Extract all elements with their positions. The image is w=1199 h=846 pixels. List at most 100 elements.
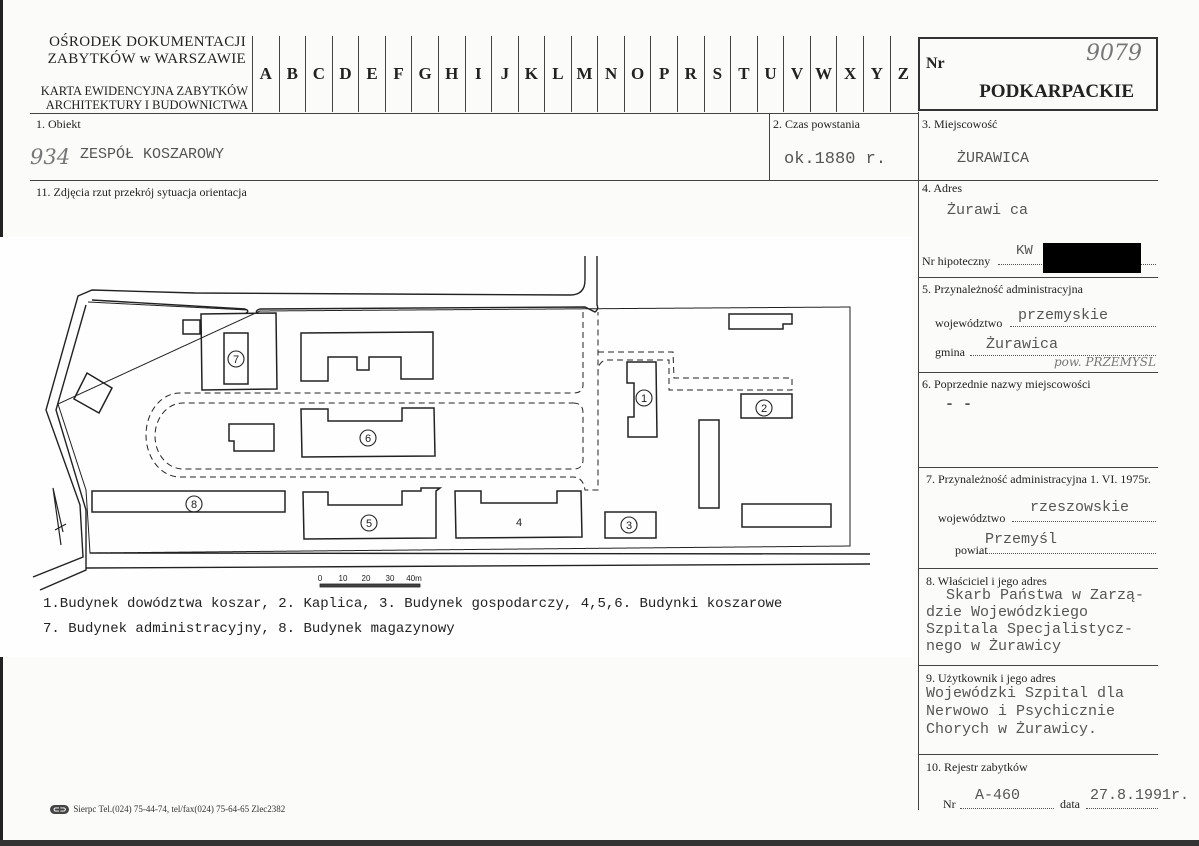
gmina-value: Żurawica <box>986 336 1059 353</box>
small-building <box>182 319 201 335</box>
letter-cell: X <box>836 36 863 112</box>
letter-cell: T <box>730 36 757 112</box>
card-title-line2: ARCHITEKTURY I BUDOWNICTWA <box>45 98 248 112</box>
wlasciciel-line: Szpitala Specjalistycz- <box>926 621 1134 638</box>
wojewodztwo-1975-label: województwo <box>938 511 1006 525</box>
building-7 <box>223 332 249 385</box>
gmina-note: pow. PRZEMYŚL <box>1054 355 1156 369</box>
legend-line2: 7. Budynek administracyjny, 8. Budynek m… <box>43 621 455 637</box>
wojewodztwo-1975-value: rzeszowskie <box>1030 499 1130 516</box>
letter-cell: S <box>703 36 731 112</box>
scale-label: 20 <box>362 574 371 583</box>
institution-line2: ZABYTKÓW w WARSZAWIE <box>47 51 246 67</box>
divider <box>30 113 918 114</box>
barracks-top <box>300 331 434 382</box>
divider <box>918 467 1158 468</box>
road-inner-edge <box>39 304 87 591</box>
building-label: 2 <box>761 403 767 415</box>
building-marker-circle <box>635 389 653 407</box>
nr-box: Nr 9079 PODKARPACKIE <box>918 37 1158 111</box>
scale-bar <box>319 583 421 588</box>
building-2 <box>740 393 793 419</box>
divider <box>918 180 1158 181</box>
plan-sheet <box>0 237 912 657</box>
letter-cell: P <box>650 36 677 112</box>
building-marker-circle <box>755 399 773 417</box>
czas-label: 2. Czas powstania <box>773 117 860 131</box>
wlasciciel-line: nego w Żurawicy <box>926 638 1062 655</box>
dashed-paths <box>145 312 793 491</box>
building-4 <box>454 490 583 539</box>
building-3 <box>604 511 657 539</box>
wlasciciel-value: Skarb Państwa w Zarzą- dzie Wojewódzkieg… <box>926 587 1144 655</box>
scale-label: 0 <box>318 574 323 583</box>
divider <box>918 665 1158 666</box>
obiekt-value: ZESPÓŁ KOSZAROWY <box>80 146 225 163</box>
small-annex <box>228 423 275 452</box>
building-marker-circle <box>227 350 245 368</box>
powiat-field <box>976 541 1156 554</box>
obiekt-number: 934 <box>30 145 71 169</box>
letter-cell: E <box>358 36 385 112</box>
divider <box>918 568 1158 569</box>
redaction-box <box>1043 243 1141 273</box>
building-label: 1 <box>641 393 647 405</box>
uzytkownik-line: Chorych w Żurawicy. <box>926 721 1098 738</box>
divider <box>918 754 1158 755</box>
rejestr-nr-value: A-460 <box>975 787 1021 804</box>
bottom-right-building <box>741 503 832 528</box>
north-arrow <box>52 487 67 546</box>
letter-cell: H <box>437 36 465 112</box>
long-building <box>698 419 720 509</box>
divider <box>769 113 770 180</box>
miejscowosc-value: ŻURAWICA <box>957 150 1030 167</box>
building-label: 5 <box>366 518 372 530</box>
road-top-inner <box>91 256 599 314</box>
plan-section-label: 11. Zdjęcia rzut przekrój sytuacja orien… <box>36 185 247 199</box>
building-6 <box>300 407 436 458</box>
card-title-line1: KARTA EWIDENCYJNA ZABYTKÓW <box>40 84 248 98</box>
building-1 <box>626 361 658 438</box>
building-8 <box>91 490 286 513</box>
building-label: 3 <box>626 520 632 532</box>
letter-cell: C <box>305 36 332 112</box>
building-5 <box>302 487 443 540</box>
letter-cell: W <box>809 36 837 112</box>
loop-inner <box>154 402 584 470</box>
letter-cell: O <box>623 36 651 112</box>
compound-7 <box>200 312 278 391</box>
adres-value: Żurawi ca <box>947 202 1029 219</box>
przynaleznosc-1975-label: 7. Przynależność administracyjna 1. VI. … <box>926 472 1151 486</box>
divider <box>30 180 918 181</box>
letter-cell: M <box>570 36 598 112</box>
letter-cell: A <box>252 36 279 112</box>
poprzednie-label: 6. Poprzednie nazwy miejscowości <box>922 377 1091 391</box>
divider <box>918 112 919 810</box>
rejestr-data-label: data <box>1060 797 1080 811</box>
wojewodztwo-label: województwo <box>935 316 1003 330</box>
building-marker-circle <box>359 429 377 447</box>
building-marker-circle <box>360 514 378 532</box>
gmina-label: gmina <box>935 345 965 359</box>
adres-label: 4. Adres <box>922 181 962 195</box>
building-marker-circle <box>620 516 638 534</box>
nr-value: 9079 <box>1086 41 1142 66</box>
czas-value: ok.1880 r. <box>784 150 887 169</box>
wlasciciel-line: Skarb Państwa w Zarzą- <box>946 587 1145 604</box>
miejscowosc-label: 3. Miejscowość <box>922 117 998 131</box>
letter-cell: N <box>597 36 624 112</box>
buildings <box>73 312 832 540</box>
printer-logo: ⊂⊃ <box>50 805 70 814</box>
card-title: KARTA EWIDENCYJNA ZABYTKÓW ARCHITEKTURY … <box>20 84 248 112</box>
letter-cell: R <box>677 36 704 112</box>
institution-line1: OŚRODEK DOKUMENTACJI <box>49 34 246 50</box>
scale-label: 40m <box>406 574 422 583</box>
building-marker-circle <box>185 495 203 513</box>
building-label: 6 <box>365 433 371 445</box>
letter-cell: V <box>783 36 810 112</box>
obiekt-label: 1. Obiekt <box>36 117 81 131</box>
letter-cell: G <box>411 36 438 112</box>
